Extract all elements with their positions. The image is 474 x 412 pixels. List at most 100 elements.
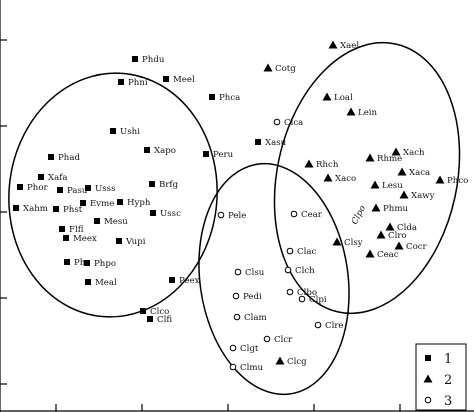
point-label-clro: Clro: [388, 231, 407, 241]
legend-item-3: 3: [424, 394, 452, 409]
point-label-ussc: Ussc: [160, 209, 181, 219]
point-clcg: Clcg: [275, 356, 307, 367]
point-label-pha: Pha: [74, 258, 90, 268]
point-xaco: Xaco: [323, 173, 356, 184]
marker-phmu: [371, 203, 381, 212]
marker-clmu: [229, 363, 237, 371]
point-label-clco: Clco: [150, 307, 169, 317]
marker-mesu: [94, 218, 100, 224]
marker-pedi: [232, 292, 240, 300]
point-label-clca: Clca: [284, 118, 303, 128]
point-brfg: Brfg: [149, 180, 179, 190]
point-xaca: Xaca: [397, 167, 430, 178]
point-label-clch: Clch: [295, 266, 315, 276]
marker-loal: [322, 92, 332, 101]
point-label-phdu: Phdu: [142, 55, 165, 65]
point-xapo: Xapo: [144, 146, 176, 156]
point-cotg: Cotg: [263, 63, 296, 74]
point-lesu: Lesu: [370, 180, 403, 191]
point-pedi: Pedi: [232, 292, 262, 302]
marker-cear: [290, 210, 298, 218]
point-flfl: Flfl: [59, 225, 84, 235]
marker-xaco: [323, 173, 333, 182]
legend-marker-3: [424, 396, 432, 404]
point-label-clda: Clda: [397, 223, 417, 233]
point-xawy: Xawy: [399, 190, 435, 201]
point-label-clac: Clac: [297, 247, 316, 257]
legend-label-3: 3: [444, 394, 452, 409]
point-label-clre: Clre: [325, 321, 344, 331]
marker-phdu: [132, 56, 138, 62]
marker-clda: [385, 222, 395, 231]
point-label-phmu: Phmu: [383, 204, 408, 214]
point-clac: Clac: [286, 247, 316, 257]
legend-label-1: 1: [444, 352, 452, 367]
point-label-vupi: Vupi: [125, 237, 146, 247]
point-clmu: Clmu: [229, 363, 263, 373]
legend-marker-2: [423, 374, 433, 383]
marker-cocr: [394, 241, 404, 250]
point-label-xapo: Xapo: [154, 146, 176, 156]
point-label-meel: Meel: [173, 75, 195, 85]
point-phca: Phca: [209, 93, 240, 103]
point-label-usss: Usss: [95, 184, 115, 194]
point-peex: Peex: [169, 276, 200, 286]
point-label-clmu: Clmu: [240, 363, 263, 373]
point-label-xach: Xach: [403, 148, 425, 158]
point-label-clcg: Clcg: [287, 357, 307, 367]
point-meex: Meex: [63, 234, 97, 244]
point-xael: Xael: [328, 40, 359, 51]
marker-cotg: [263, 63, 273, 72]
point-label-flfl: Flfl: [69, 225, 84, 235]
point-xasu: Xasu: [255, 138, 287, 148]
point-mesu: Mesu: [94, 217, 128, 227]
point-rhme: Rhme: [365, 153, 402, 164]
point-meal: Meal: [85, 278, 117, 288]
marker-phst: [53, 206, 59, 212]
marker-ussc: [150, 210, 156, 216]
point-xach: Xach: [391, 147, 425, 158]
point-label-clpi: Clpi: [309, 295, 327, 305]
marker-clca: [273, 118, 281, 126]
marker-lesu: [370, 180, 380, 189]
point-label-cotg: Cotg: [275, 64, 296, 74]
point-cear: Cear: [290, 210, 323, 220]
point-label-clbo: Clbo: [297, 288, 317, 298]
marker-rhch: [304, 159, 314, 168]
annotation-clpo: Clpo: [350, 204, 368, 226]
legend: 1 2 3: [415, 343, 467, 411]
point-xahm: Xahm: [13, 204, 48, 214]
point-clre: Clre: [314, 321, 344, 331]
point-label-rhch: Rhch: [316, 160, 339, 170]
marker-phni: [118, 79, 124, 85]
marker-xapo: [144, 147, 150, 153]
point-label-peex: Peex: [179, 276, 200, 286]
point-clco: Clco: [140, 307, 169, 317]
point-clpi: Clpi: [298, 295, 327, 305]
marker-pha: [64, 259, 70, 265]
marker-clsy: [332, 237, 342, 246]
marker-meel: [163, 76, 169, 82]
marker-xaca: [397, 167, 407, 176]
point-xafa: Xafa: [38, 173, 68, 183]
point-clca: Clca: [273, 118, 303, 128]
marker-lein: [346, 107, 356, 116]
x-axis-ticks: [55, 404, 401, 411]
point-label-phpo: Phpo: [94, 259, 116, 269]
point-rhch: Rhch: [304, 159, 339, 170]
group-ellipses: [8, 41, 461, 396]
marker-hyph: [117, 199, 123, 205]
marker-xawy: [399, 190, 409, 199]
marker-usss: [85, 185, 91, 191]
marker-phco: [435, 175, 445, 184]
marker-vupi: [116, 238, 122, 244]
ellipse-group-1: [8, 72, 218, 318]
marker-brfg: [149, 181, 155, 187]
marker-meal: [85, 279, 91, 285]
point-label-xahm: Xahm: [23, 204, 48, 214]
legend-label-2: 2: [444, 373, 452, 388]
marker-clpi: [298, 295, 306, 303]
point-clda: Clda: [385, 222, 417, 233]
marker-pasu: [57, 187, 63, 193]
